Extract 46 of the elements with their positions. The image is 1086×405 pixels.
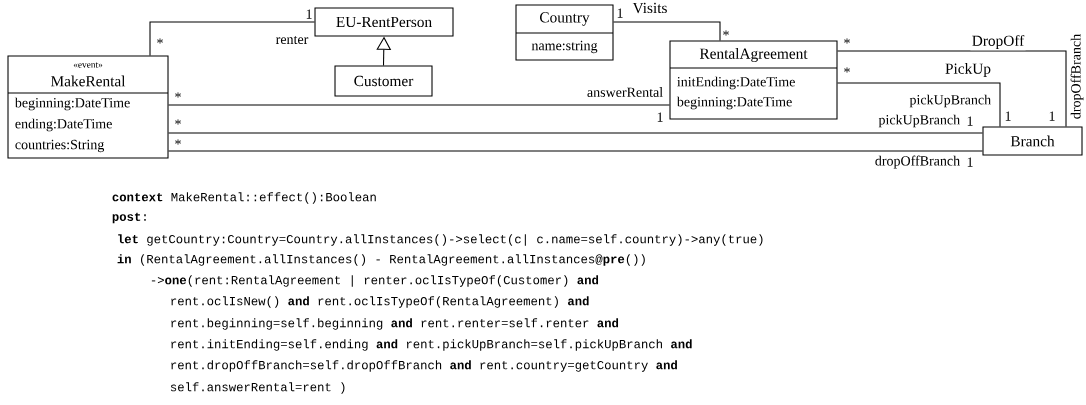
- edge-label: DropOff: [970, 33, 1026, 51]
- multiplicity-label: *: [157, 38, 163, 44]
- code-line: self.answerRental=rent ): [170, 382, 345, 394]
- multiplicity-label: 1: [1049, 111, 1055, 121]
- multiplicity-label: *: [723, 30, 729, 36]
- edge-label: PickUp: [943, 61, 993, 79]
- multiplicity-label: 1: [1005, 111, 1011, 121]
- multiplicity-label: *: [175, 92, 181, 98]
- code-line: rent.oclIsNew() and rent.oclIsTypeOf(RentalAgreement) and: [171, 296, 589, 308]
- edge-label: dropOffBranch: [873, 154, 962, 170]
- code-line: rent.initEnding=self.ending and rent.pickUpBranch=self.pickUpBranch and: [171, 339, 692, 351]
- multiplicity-label: 1: [967, 116, 973, 126]
- class-box: Country name:string: [515, 4, 614, 61]
- code-line: post:: [112, 212, 146, 224]
- code-line: ->one(rent:RentalAgreement | renter.oclIsTypeOf(Customer) and: [151, 275, 599, 287]
- association-line: [168, 104, 670, 106]
- multiplicity-label: *: [175, 119, 181, 125]
- multiplicity-label: *: [844, 38, 850, 44]
- multiplicity-label: 1: [306, 9, 312, 19]
- class-box: Customer: [334, 65, 433, 97]
- edge-label: pickUpBranch: [877, 113, 962, 129]
- multiplicity-label: *: [844, 67, 850, 73]
- multiplicity-label: 1: [617, 8, 623, 18]
- class-box: RentalAgreement initEnding:DateTime beginning:DateTime: [669, 40, 838, 120]
- code-line: let getCountry:Country=Country.allInstances()->select(c| c.name=self.country)->any(true): [118, 234, 763, 246]
- association-line: [613, 21, 721, 41]
- multiplicity-label: *: [175, 139, 181, 145]
- edge-label: answerRental: [585, 85, 665, 99]
- role-label: dropOffBranch: [1070, 34, 1084, 119]
- association-line: [168, 150, 983, 152]
- role-label: pickUpBranch: [909, 94, 991, 108]
- class-box: «event» MakeRental beginning:DateTime ending:DateTime countries:String: [7, 55, 169, 159]
- association-line: [837, 50, 1067, 127]
- edge-label: Visits: [631, 1, 669, 15]
- code-line: in (RentalAgreement.allInstances() - RentalAgreement.allInstances@pre()): [117, 254, 645, 266]
- class-box: Branch: [982, 126, 1083, 156]
- class-box: EU-RentPerson: [314, 7, 454, 37]
- multiplicity-label: 1: [657, 112, 663, 122]
- edge-label: renter: [274, 34, 310, 46]
- multiplicity-label: 1: [967, 157, 973, 167]
- association-line: [168, 132, 983, 134]
- code-line: rent.beginning=self.beginning and rent.renter=self.renter and: [171, 318, 619, 330]
- association-line: [837, 82, 1001, 127]
- code-line: rent.dropOffBranch=self.dropOffBranch and rent.country=getCountry and: [171, 360, 677, 372]
- code-line: context MakeRental::effect():Boolean: [112, 192, 376, 204]
- association-line: [149, 21, 315, 56]
